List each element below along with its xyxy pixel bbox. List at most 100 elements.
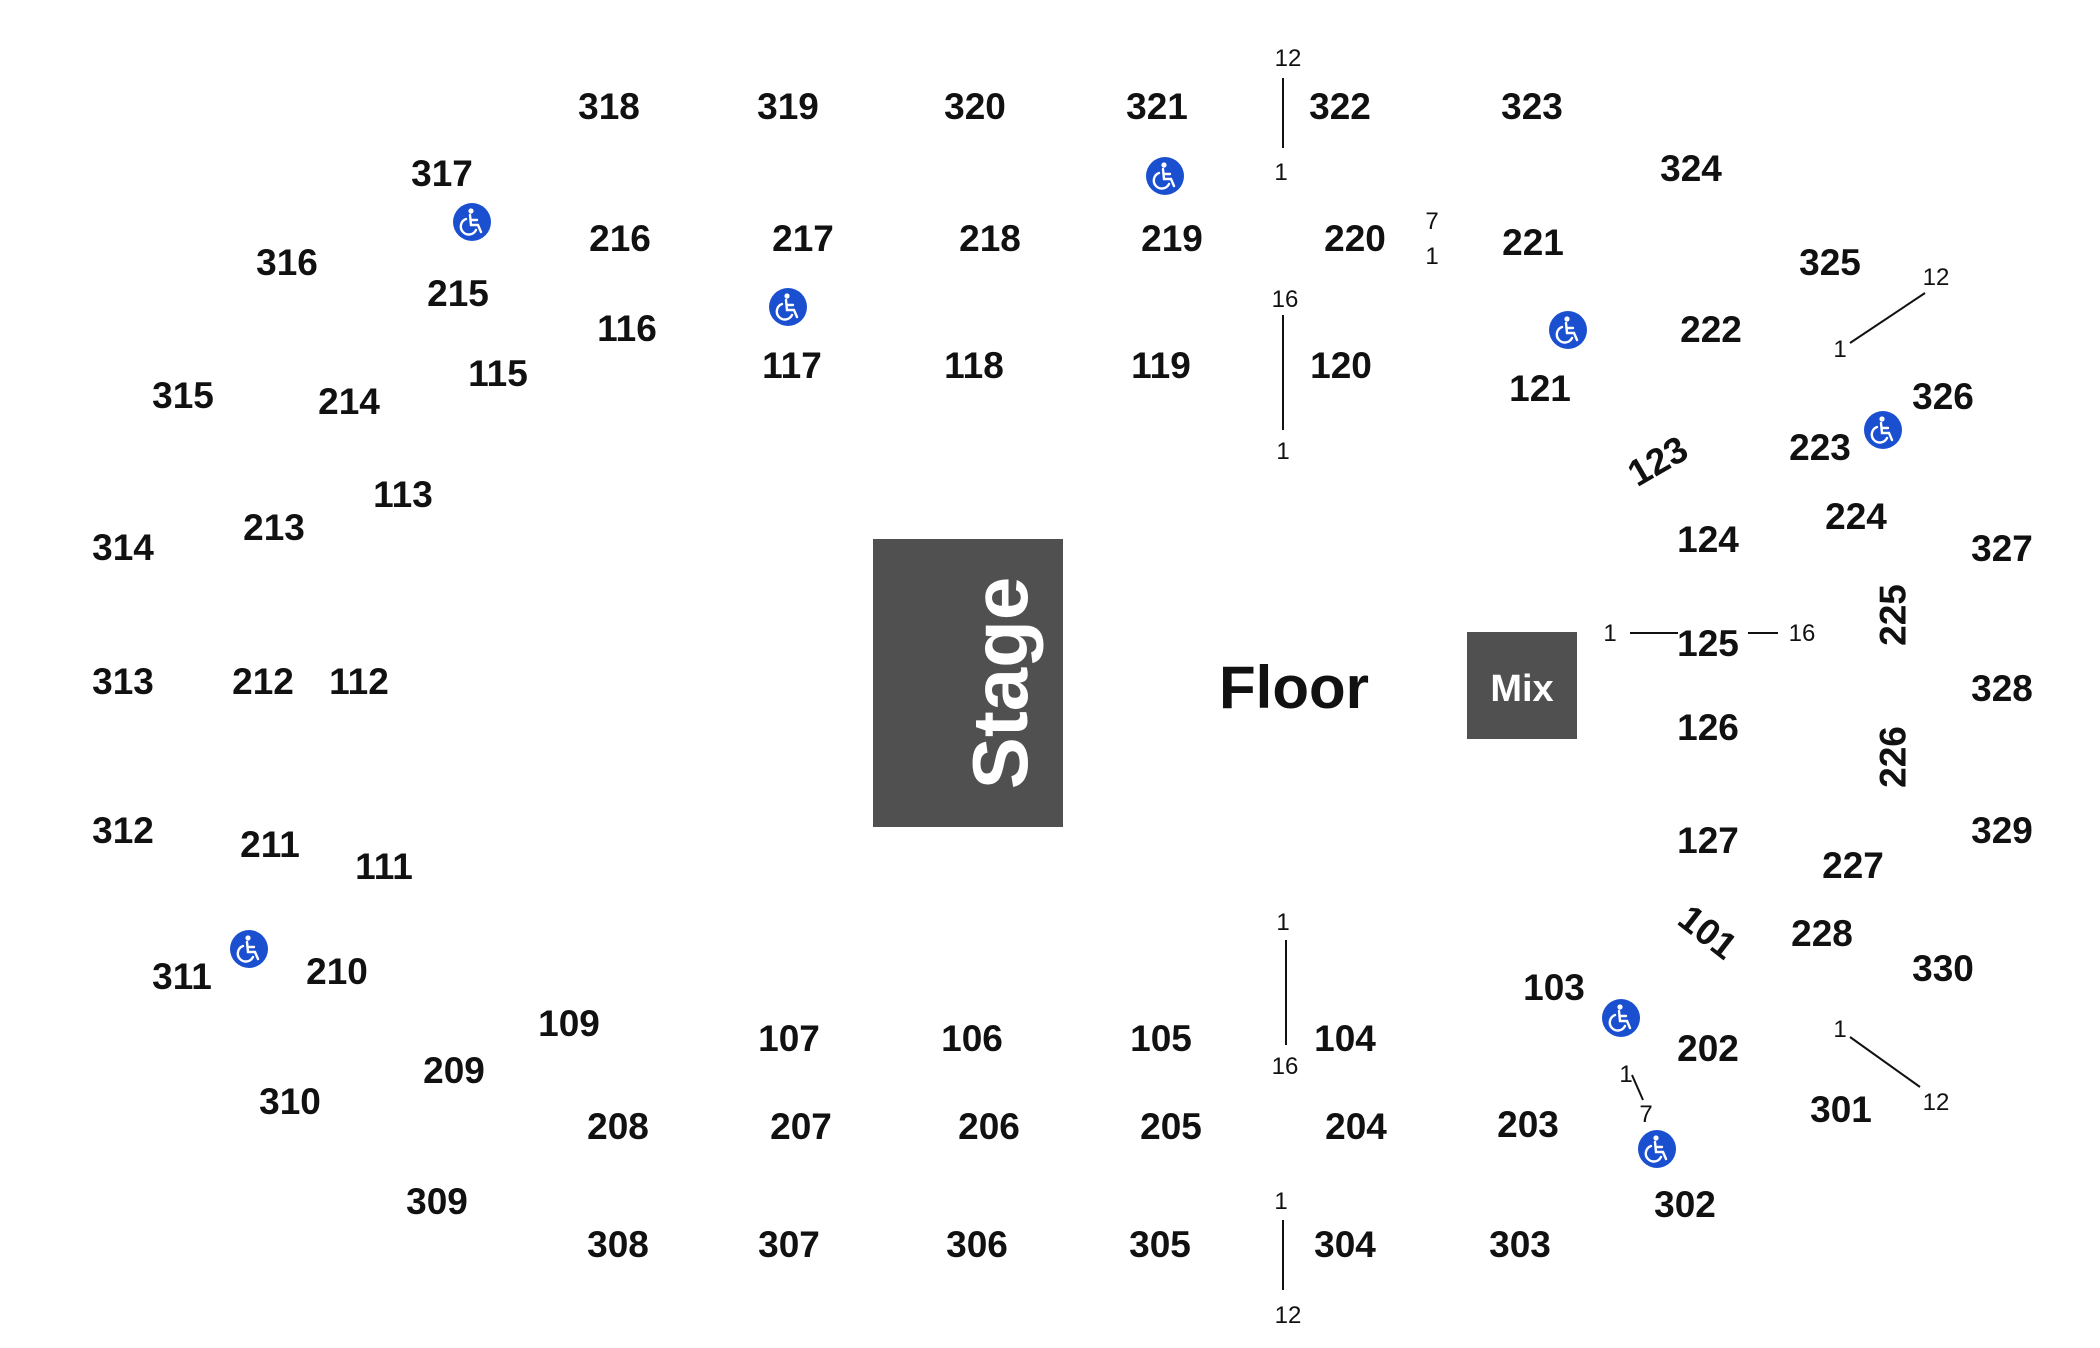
- section-206[interactable]: 206: [958, 1106, 1020, 1147]
- section-319[interactable]: 319: [757, 86, 819, 127]
- row-markers: 12 1 7 1 16 1 12 1 1 16 1 12 1 16 1 7 1 …: [1272, 45, 1950, 1329]
- section-314[interactable]: 314: [92, 527, 154, 568]
- section-112[interactable]: 112: [329, 661, 389, 702]
- section-222[interactable]: 222: [1680, 309, 1742, 350]
- wheelchair-icon[interactable]: [1636, 1128, 1678, 1170]
- section-202[interactable]: 202: [1677, 1028, 1739, 1069]
- section-304[interactable]: 304: [1314, 1224, 1376, 1265]
- section-208[interactable]: 208: [587, 1106, 649, 1147]
- section-318[interactable]: 318: [578, 86, 640, 127]
- section-204[interactable]: 204: [1325, 1106, 1387, 1147]
- section-224[interactable]: 224: [1825, 496, 1887, 537]
- section-214[interactable]: 214: [318, 381, 380, 422]
- section-211[interactable]: 211: [240, 824, 300, 865]
- section-326[interactable]: 326: [1912, 376, 1974, 417]
- section-120[interactable]: 120: [1310, 345, 1372, 386]
- section-220[interactable]: 220: [1324, 218, 1386, 259]
- row-marker: 12: [1923, 1089, 1950, 1116]
- floor-label[interactable]: Floor: [1219, 654, 1369, 721]
- section-215[interactable]: 215: [427, 273, 489, 314]
- section-216[interactable]: 216: [589, 218, 651, 259]
- row-lines: [1282, 78, 1926, 1290]
- section-320[interactable]: 320: [944, 86, 1006, 127]
- section-124[interactable]: 124: [1677, 519, 1739, 560]
- section-203[interactable]: 203: [1497, 1104, 1559, 1145]
- section-328[interactable]: 328: [1971, 668, 2033, 709]
- section-227[interactable]: 227: [1822, 845, 1884, 886]
- section-307[interactable]: 307: [758, 1224, 820, 1265]
- section-104[interactable]: 104: [1314, 1018, 1376, 1059]
- section-126[interactable]: 126: [1677, 707, 1739, 748]
- section-316[interactable]: 316: [256, 242, 318, 283]
- section-309[interactable]: 309: [406, 1181, 468, 1222]
- section-321[interactable]: 321: [1126, 86, 1188, 127]
- section-325[interactable]: 325: [1799, 242, 1861, 283]
- section-223[interactable]: 223: [1789, 427, 1851, 468]
- wheelchair-icon[interactable]: [767, 286, 809, 328]
- row-marker: 16: [1272, 286, 1299, 313]
- section-221[interactable]: 221: [1502, 222, 1564, 263]
- section-308[interactable]: 308: [587, 1224, 649, 1265]
- section-109[interactable]: 109: [538, 1003, 600, 1044]
- section-322[interactable]: 322: [1309, 86, 1371, 127]
- section-107[interactable]: 107: [758, 1018, 820, 1059]
- section-113[interactable]: 113: [373, 474, 433, 515]
- wheelchair-icon[interactable]: [1144, 155, 1186, 197]
- section-310[interactable]: 310: [259, 1081, 321, 1122]
- section-329[interactable]: 329: [1971, 810, 2033, 851]
- section-305[interactable]: 305: [1129, 1224, 1191, 1265]
- section-119[interactable]: 119: [1131, 345, 1191, 386]
- section-127[interactable]: 127: [1677, 820, 1739, 861]
- section-306[interactable]: 306: [946, 1224, 1008, 1265]
- section-312[interactable]: 312: [92, 810, 154, 851]
- section-323[interactable]: 323: [1501, 86, 1563, 127]
- row-marker: 1: [1833, 336, 1846, 363]
- section-106[interactable]: 106: [941, 1018, 1003, 1059]
- section-117[interactable]: 117: [762, 345, 822, 386]
- section-225[interactable]: 225: [1873, 584, 1914, 646]
- section-301[interactable]: 301: [1810, 1089, 1872, 1130]
- section-219[interactable]: 219: [1141, 218, 1203, 259]
- wheelchair-icon[interactable]: [1547, 309, 1589, 351]
- section-324[interactable]: 324: [1660, 148, 1722, 189]
- row-marker: 7: [1425, 208, 1438, 235]
- section-101[interactable]: 101: [1671, 897, 1745, 967]
- wheelchair-icon[interactable]: [451, 201, 493, 243]
- stage-block[interactable]: [873, 539, 1063, 827]
- section-317[interactable]: 317: [411, 153, 473, 194]
- wheelchair-icon[interactable]: [228, 928, 270, 970]
- section-330[interactable]: 330: [1912, 948, 1974, 989]
- section-311[interactable]: 311: [152, 956, 212, 997]
- mix-label: Mix: [1490, 668, 1553, 710]
- section-103[interactable]: 103: [1523, 967, 1585, 1008]
- section-209[interactable]: 209: [423, 1050, 485, 1091]
- section-313[interactable]: 313: [92, 661, 154, 702]
- section-105[interactable]: 105: [1130, 1018, 1192, 1059]
- section-228[interactable]: 228: [1791, 913, 1853, 954]
- section-116[interactable]: 116: [597, 308, 657, 349]
- section-303[interactable]: 303: [1489, 1224, 1551, 1265]
- wheelchair-icon[interactable]: [1600, 997, 1642, 1039]
- section-327[interactable]: 327: [1971, 528, 2033, 569]
- row-marker: 16: [1272, 1053, 1299, 1080]
- row-marker: 12: [1275, 1302, 1302, 1329]
- section-302[interactable]: 302: [1654, 1184, 1716, 1225]
- section-213[interactable]: 213: [243, 507, 305, 548]
- wheelchair-icon[interactable]: [1862, 409, 1904, 451]
- section-210[interactable]: 210: [306, 951, 368, 992]
- section-217[interactable]: 217: [772, 218, 834, 259]
- section-205[interactable]: 205: [1140, 1106, 1202, 1147]
- section-125[interactable]: 125: [1677, 623, 1739, 664]
- section-115[interactable]: 115: [468, 353, 528, 394]
- section-118[interactable]: 118: [944, 345, 1004, 386]
- section-121[interactable]: 121: [1509, 368, 1571, 409]
- row-marker: 12: [1275, 45, 1302, 72]
- row-marker: 1: [1833, 1016, 1846, 1043]
- section-315[interactable]: 315: [152, 375, 214, 416]
- section-207[interactable]: 207: [770, 1106, 832, 1147]
- section-212[interactable]: 212: [232, 661, 294, 702]
- section-111[interactable]: 111: [355, 846, 413, 887]
- section-218[interactable]: 218: [959, 218, 1021, 259]
- section-226[interactable]: 226: [1873, 726, 1914, 788]
- section-123[interactable]: 123: [1621, 428, 1695, 494]
